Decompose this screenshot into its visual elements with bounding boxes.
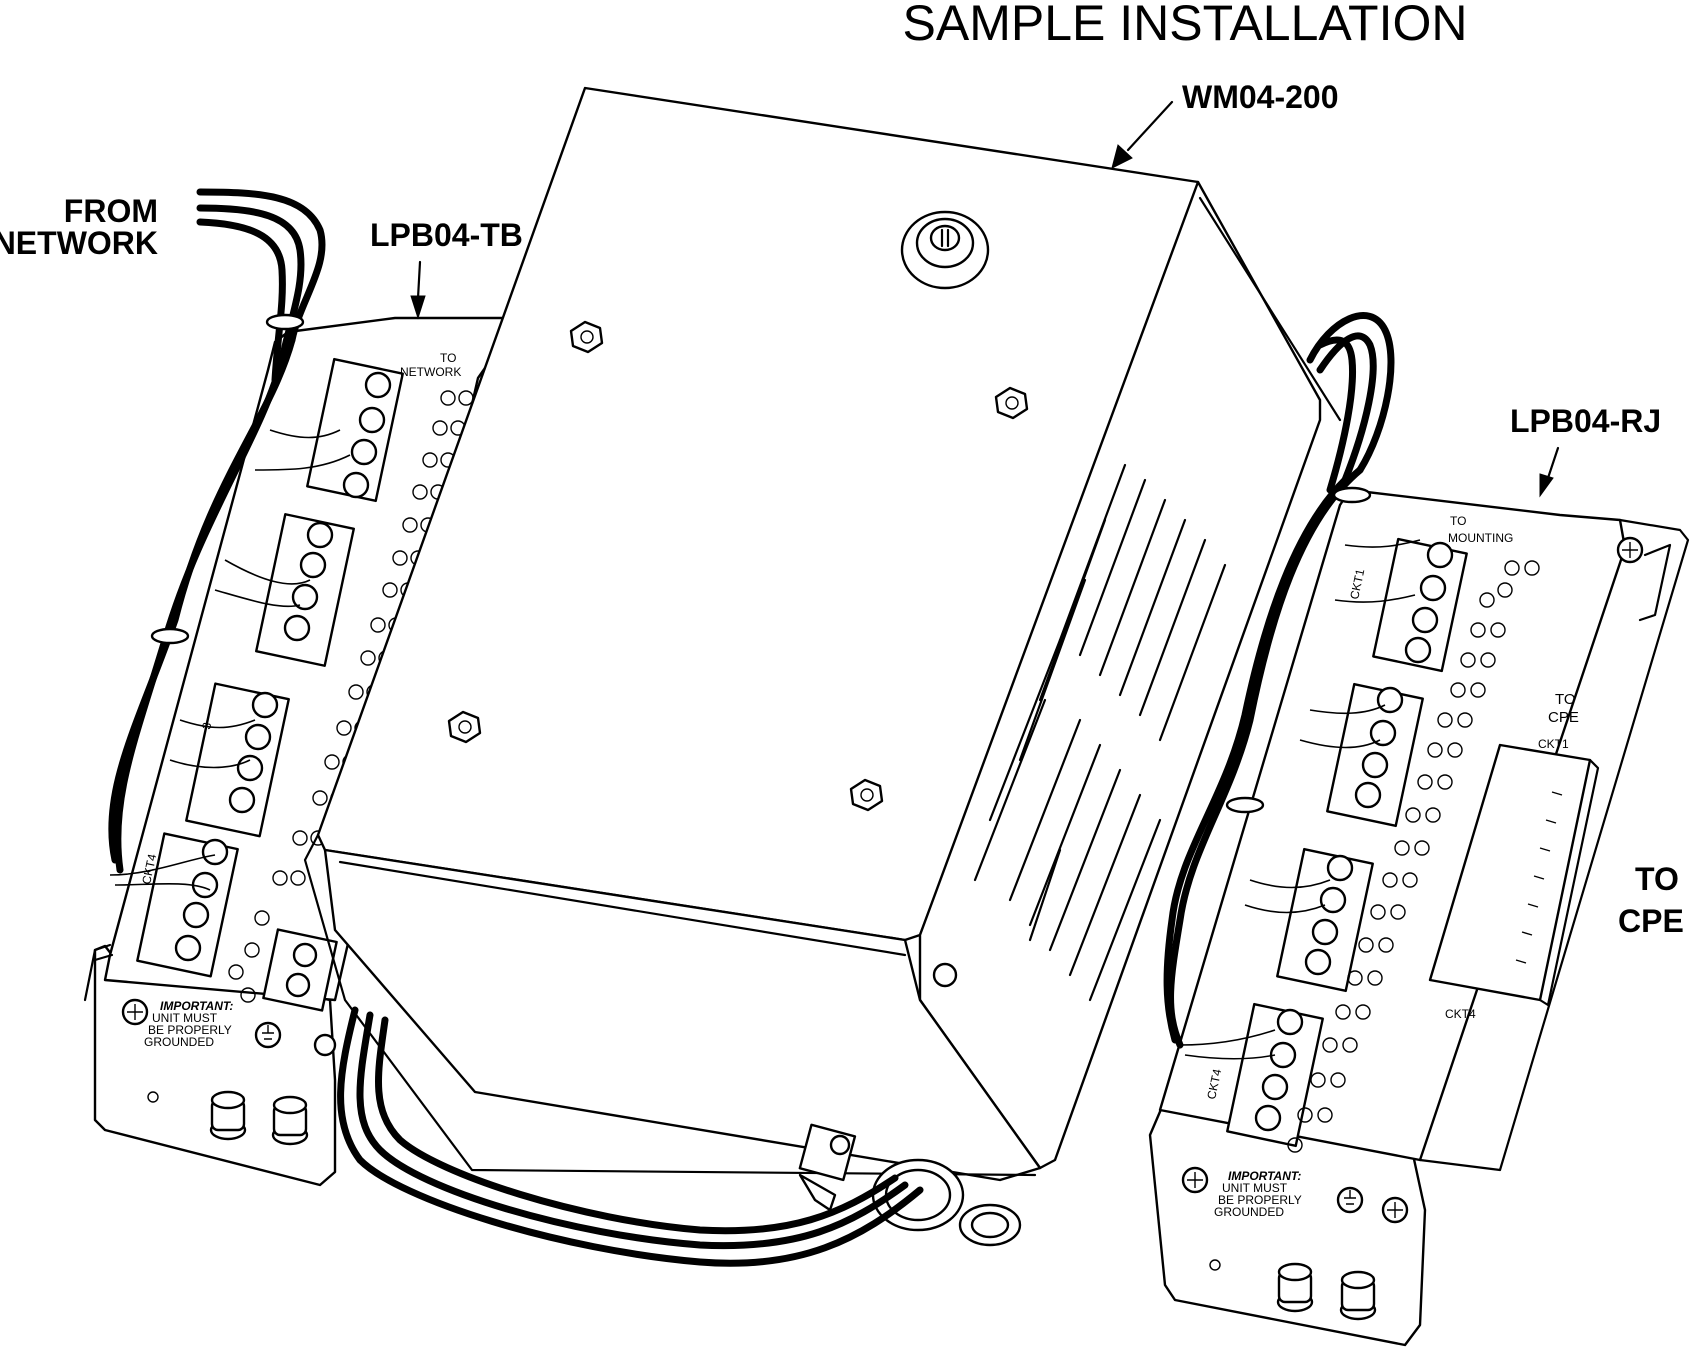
right-ckt1-jack-label: CKT1 <box>1538 737 1569 751</box>
right-important-label: IMPORTANT: <box>1228 1169 1301 1183</box>
right-component-rings <box>1287 560 1540 1153</box>
left-ckt3-label: 3 <box>199 721 214 731</box>
lpb04-tb-label: LPB04-TB <box>370 217 523 253</box>
left-grounded: GROUNDED <box>144 1035 214 1049</box>
left-ckt4-label: CKT4 <box>139 852 159 885</box>
left-to-network-line2: NETWORK <box>400 365 461 379</box>
right-terminal-blocks <box>1226 537 1468 1148</box>
right-to-cpe-line2: CPE <box>1548 709 1579 726</box>
enclosure-side-face <box>918 180 1322 1170</box>
from-network-label-line2: NETWORK <box>0 225 158 261</box>
to-cpe-label-line1: TO <box>1635 861 1679 897</box>
lpb04-tb-panel: TO NETWORK CKT4 3 IMPORTANT: UNIT MUST B… <box>83 316 522 1187</box>
left-be-properly: BE PROPERLY <box>148 1023 232 1037</box>
right-ckt4-side: CKT4 <box>1204 1067 1224 1100</box>
right-be-properly: BE PROPERLY <box>1218 1193 1302 1207</box>
from-network-label-line1: FROM <box>64 193 158 229</box>
right-flange-studs <box>1276 1262 1377 1321</box>
left-unit-must: UNIT MUST <box>152 1011 218 1025</box>
to-cpe-label-line2: CPE <box>1618 903 1684 939</box>
left-terminal-blocks <box>136 357 404 1012</box>
enclosure-hex-nuts <box>447 320 1029 812</box>
interconnect-cable <box>337 1006 924 1267</box>
enclosure-key-lock <box>900 210 990 290</box>
right-grounded: GROUNDED <box>1214 1205 1284 1219</box>
wm04-200-label: WM04-200 <box>1182 79 1339 115</box>
right-unit-must: UNIT MUST <box>1222 1181 1288 1195</box>
lpb04-rj-label: LPB04-RJ <box>1510 403 1661 439</box>
left-flange-studs <box>209 1090 309 1146</box>
left-important-label: IMPORTANT: <box>160 999 233 1013</box>
lpb04-rj-panel: TO MOUNTING TO CPE CKT1 CKT4 CKT4 CKT1 I… <box>1148 488 1690 1347</box>
right-to-mounting-line2: MOUNTING <box>1448 531 1513 545</box>
right-to-mounting-line1: TO <box>1450 514 1466 528</box>
right-ckt4-jack-label: CKT4 <box>1445 1007 1476 1021</box>
callouts: WM04-200 FROM NETWORK LPB04-TB LPB04-RJ … <box>0 79 1684 939</box>
diagram-title: SAMPLE INSTALLATION <box>903 0 1468 51</box>
cpe-side-cable <box>1163 312 1421 1060</box>
right-ckt1-side: CKT1 <box>1347 567 1367 600</box>
left-to-network-line1: TO <box>440 351 456 365</box>
wm04-200-enclosure <box>303 86 1342 1247</box>
right-to-cpe-line1: TO <box>1555 691 1576 708</box>
network-cable <box>108 188 351 891</box>
enclosure-vent-slots <box>973 463 1227 1002</box>
